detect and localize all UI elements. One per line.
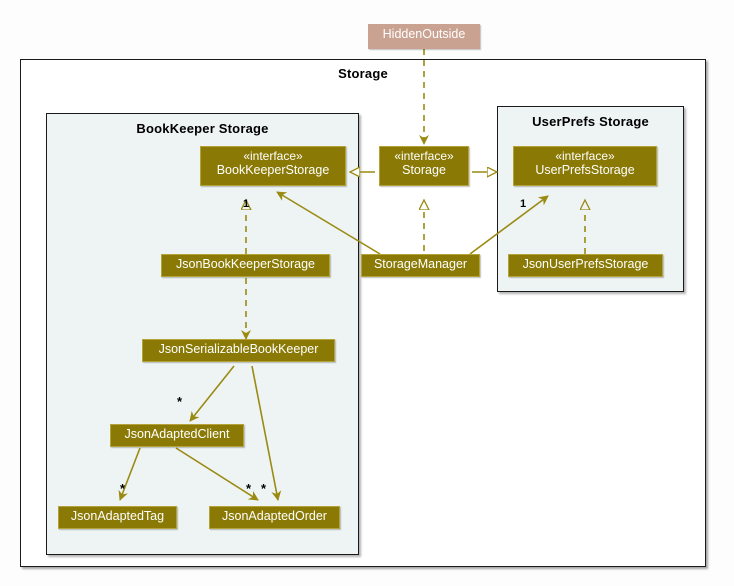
edge-label-one-bookkeeper: 1 xyxy=(243,198,250,210)
node-jsonadaptedorder[interactable]: JsonAdaptedOrder xyxy=(209,506,340,529)
node-storagemanager[interactable]: StorageManager xyxy=(361,254,480,277)
package-storage-title: Storage xyxy=(338,66,388,81)
package-bookkeeper-storage-title: BookKeeper Storage xyxy=(136,121,269,136)
node-storage-label: Storage xyxy=(402,163,446,177)
node-storagemanager-label: StorageManager xyxy=(373,257,468,271)
edge-label-star-order-from-client: * xyxy=(246,481,252,496)
node-bookkeeperstorage-label: BookKeeperStorage xyxy=(216,163,330,177)
edge-label-star-tag: * xyxy=(120,481,126,496)
node-jsonadaptedtag-label: JsonAdaptedTag xyxy=(70,509,165,523)
node-jsonuserprefsstorage[interactable]: JsonUserPrefsStorage xyxy=(508,254,663,277)
node-storage-stereotype: «interface» xyxy=(394,149,454,163)
node-userprefsstorage-label: UserPrefsStorage xyxy=(535,163,635,177)
edge-label-star-client: * xyxy=(177,394,183,409)
package-userprefs-storage-title: UserPrefs Storage xyxy=(532,114,649,129)
node-jsonadaptedtag[interactable]: JsonAdaptedTag xyxy=(58,506,177,529)
node-bookkeeperstorage-stereotype: «interface» xyxy=(243,149,303,163)
node-jsonserializablebookkeeper-label: JsonSerializableBookKeeper xyxy=(158,342,319,356)
node-jsonadaptedclient[interactable]: JsonAdaptedClient xyxy=(110,424,244,447)
node-userprefsstorage-stereotype: «interface» xyxy=(555,149,615,163)
node-jsonbookkeeperstorage[interactable]: JsonBookKeeperStorage xyxy=(161,254,330,277)
node-jsonadaptedclient-label: JsonAdaptedClient xyxy=(124,427,230,441)
node-hiddenoutside-label: HiddenOutside xyxy=(382,27,466,41)
node-storage[interactable]: «interface» Storage xyxy=(379,146,469,186)
edge-label-star-order-from-serializable: * xyxy=(261,481,267,496)
node-bookkeeperstorage[interactable]: «interface» BookKeeperStorage xyxy=(200,146,346,186)
node-jsonserializablebookkeeper[interactable]: JsonSerializableBookKeeper xyxy=(142,339,335,362)
node-jsonadaptedorder-label: JsonAdaptedOrder xyxy=(222,509,327,523)
node-hiddenoutside[interactable]: HiddenOutside xyxy=(368,24,480,49)
node-userprefsstorage[interactable]: «interface» UserPrefsStorage xyxy=(513,146,657,186)
edge-label-one-userprefs: 1 xyxy=(520,198,527,210)
node-jsonuserprefsstorage-label: JsonUserPrefsStorage xyxy=(522,257,649,271)
node-jsonbookkeeperstorage-label: JsonBookKeeperStorage xyxy=(176,257,315,271)
